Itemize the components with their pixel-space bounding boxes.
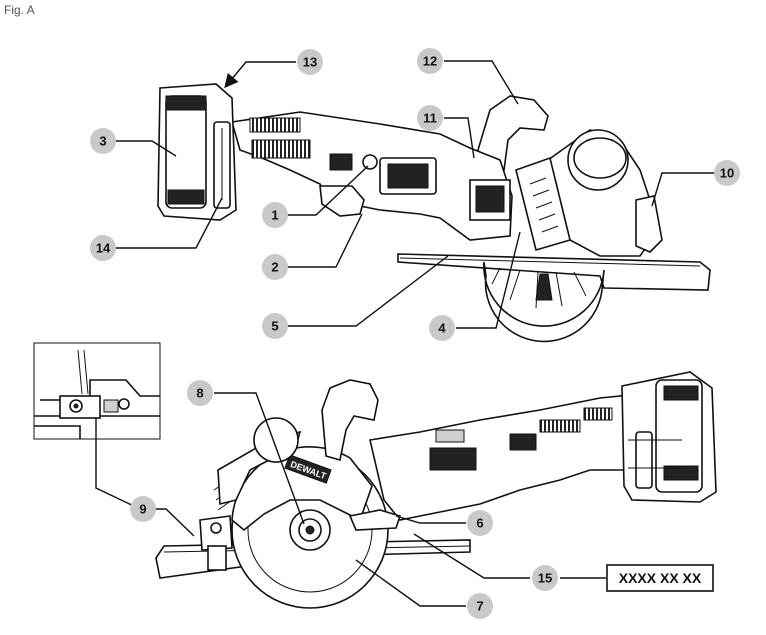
callout-3: 3	[90, 128, 116, 154]
callout-14: 14	[90, 235, 116, 261]
top-saw-illustration	[157, 83, 711, 343]
callout-7: 7	[467, 593, 493, 619]
callout-8: 8	[187, 380, 213, 406]
svg-text:14: 14	[96, 241, 111, 256]
svg-text:15: 15	[538, 571, 552, 586]
callout-15: 15	[532, 565, 558, 591]
leader-lines	[95, 60, 714, 607]
svg-text:5: 5	[271, 319, 278, 334]
date-code-text: XXXX XX XX	[619, 570, 702, 586]
svg-text:8: 8	[196, 386, 203, 401]
callout-5: 5	[262, 313, 288, 339]
callout-9: 9	[130, 496, 156, 522]
date-code-box: XXXX XX XX	[606, 564, 714, 592]
svg-text:2: 2	[271, 260, 278, 275]
svg-text:4: 4	[438, 321, 446, 336]
callout-11: 11	[417, 105, 443, 131]
svg-text:6: 6	[476, 516, 483, 531]
callout-10: 10	[714, 160, 740, 186]
svg-text:1: 1	[271, 208, 278, 223]
svg-text:12: 12	[423, 54, 437, 69]
svg-text:11: 11	[423, 111, 437, 126]
callout-12: 12	[417, 48, 443, 74]
callout-1: 1	[262, 202, 288, 228]
figure-label: Fig. A	[4, 3, 35, 17]
callout-6: 6	[467, 510, 493, 536]
inset-detail	[33, 342, 161, 440]
svg-text:7: 7	[476, 599, 483, 614]
svg-text:13: 13	[303, 55, 317, 70]
callout-4: 4	[429, 315, 455, 341]
bottom-saw-illustration: DEWALT	[155, 371, 717, 609]
svg-text:3: 3	[99, 134, 106, 149]
svg-text:9: 9	[139, 502, 146, 517]
svg-text:10: 10	[720, 166, 734, 181]
callout-2: 2	[262, 254, 288, 280]
callout-13: 13	[297, 49, 323, 75]
